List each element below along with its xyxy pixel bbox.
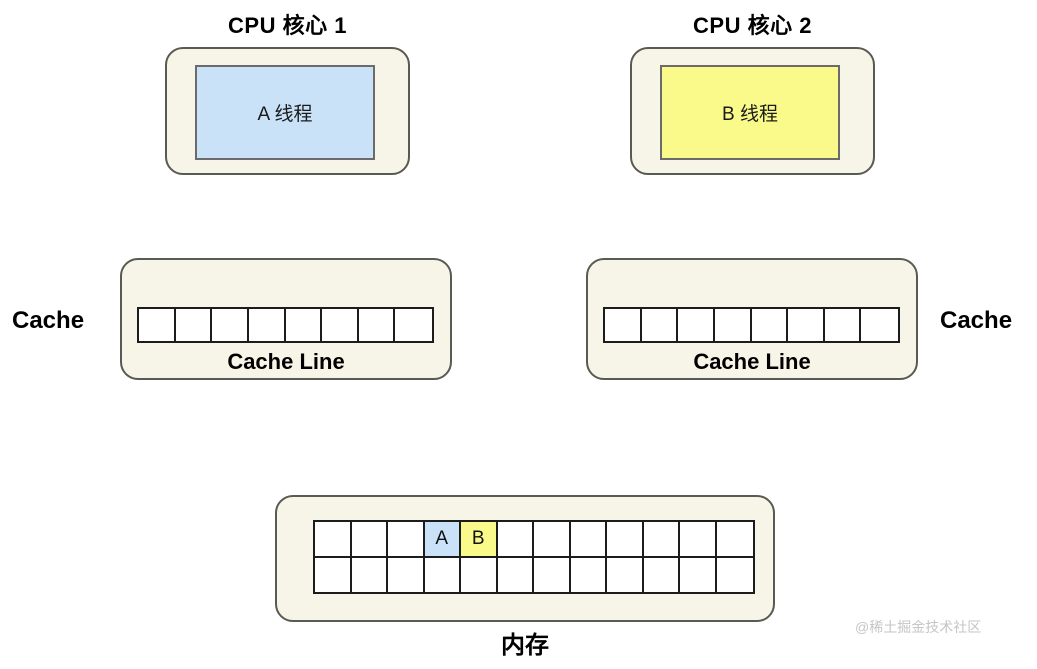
memory-cell xyxy=(716,522,753,556)
memory-cell xyxy=(716,558,753,592)
cache-line-cells-right xyxy=(603,307,900,343)
memory-cell xyxy=(497,522,534,556)
cpu-core-2-title: CPU 核心 2 xyxy=(693,13,812,38)
memory-cell xyxy=(570,522,607,556)
cache-line-cells-left xyxy=(137,307,434,343)
cache-cell xyxy=(358,309,396,341)
thread-a-box: A 线程 xyxy=(195,65,375,160)
cache-cell xyxy=(212,309,249,341)
memory-cell xyxy=(607,558,644,592)
memory-cell xyxy=(534,558,571,592)
memory-cell xyxy=(570,558,607,592)
memory-cell xyxy=(461,558,498,592)
memory-cell xyxy=(315,558,352,592)
memory-cell xyxy=(388,522,425,556)
memory-cell xyxy=(388,558,425,592)
cache-cell xyxy=(248,309,286,341)
cache-cell xyxy=(322,309,359,341)
cache-cell xyxy=(395,309,432,341)
memory-cell xyxy=(351,522,388,556)
memory-cell xyxy=(315,522,352,556)
cache-label-right: Cache xyxy=(940,307,1013,334)
memory-cell xyxy=(351,558,388,592)
cache-cell xyxy=(678,309,715,341)
memory-cell xyxy=(643,558,680,592)
memory-caption: 内存 xyxy=(501,632,549,659)
cache-cell xyxy=(605,309,642,341)
cache-label-left: Cache xyxy=(12,307,85,334)
cache-cell xyxy=(175,309,213,341)
memory-cell-a: A xyxy=(424,522,461,556)
memory-row xyxy=(315,558,753,592)
cache-cell xyxy=(139,309,176,341)
cache-line-caption-right: Cache Line xyxy=(693,349,811,374)
memory-cell xyxy=(680,522,717,556)
cache-cell xyxy=(641,309,679,341)
cpu-core-1-title: CPU 核心 1 xyxy=(228,13,347,38)
cache-cell xyxy=(285,309,323,341)
cache-cell xyxy=(824,309,862,341)
memory-cell xyxy=(497,558,534,592)
cache-cell xyxy=(861,309,898,341)
cache-cell xyxy=(714,309,752,341)
thread-a-label: A 线程 xyxy=(257,104,313,125)
memory-cell xyxy=(680,558,717,592)
memory-cell xyxy=(643,522,680,556)
memory-cell xyxy=(534,522,571,556)
watermark: @稀土掘金技术社区 xyxy=(855,619,982,635)
memory-cell-b: B xyxy=(461,522,498,556)
cache-cell xyxy=(788,309,825,341)
thread-b-label: B 线程 xyxy=(722,104,778,125)
cache-cell xyxy=(751,309,789,341)
memory-cell xyxy=(424,558,461,592)
thread-b-box: B 线程 xyxy=(660,65,840,160)
memory-cell xyxy=(607,522,644,556)
cache-line-caption-left: Cache Line xyxy=(227,349,345,374)
